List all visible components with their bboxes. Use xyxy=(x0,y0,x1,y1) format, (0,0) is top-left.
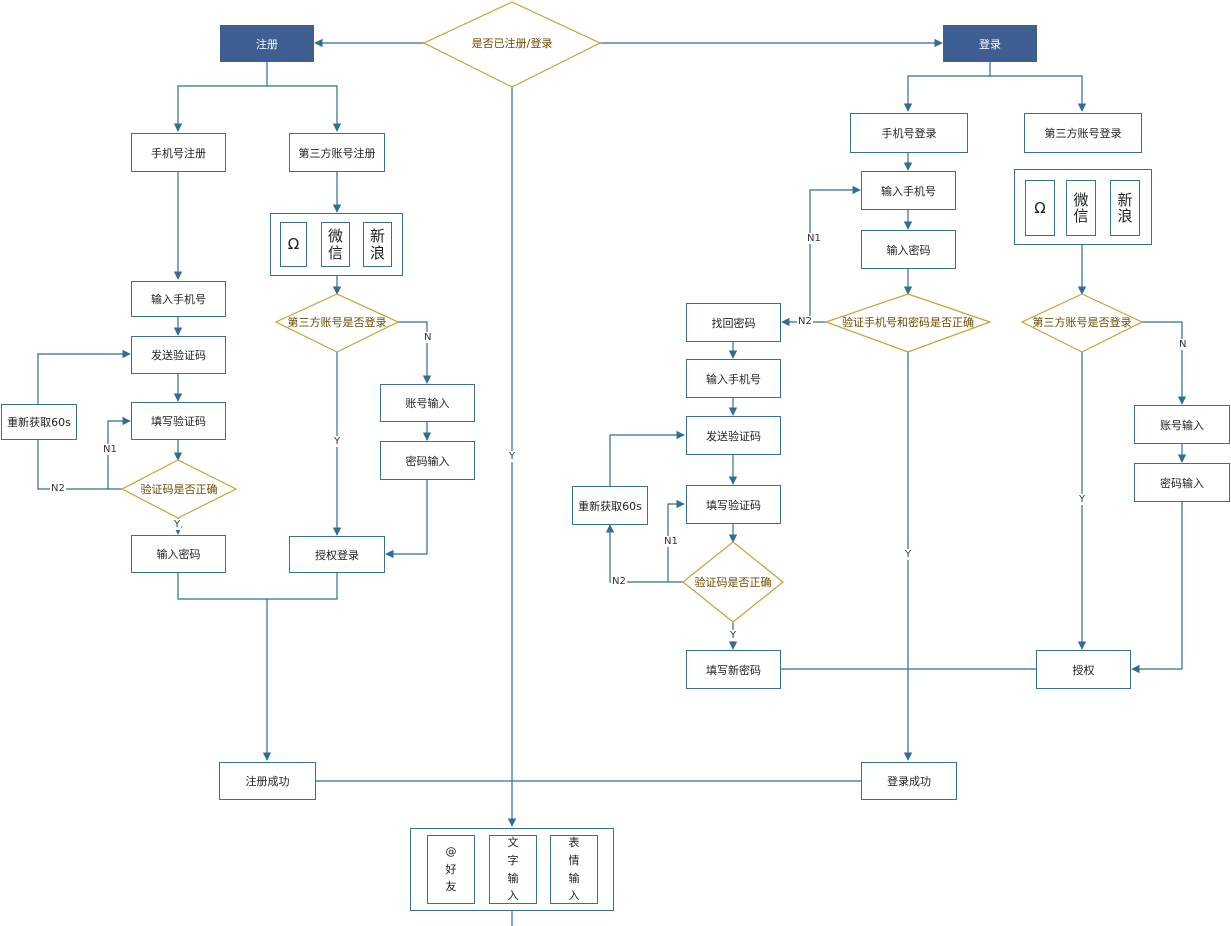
chat-input-panel: @ 好 友 文 字 输 入 表 情 输 入 xyxy=(410,828,614,911)
reg-third-icons: Ω 微信 新浪 xyxy=(270,213,403,276)
login-input-phone2: 输入手机号 xyxy=(686,359,781,398)
login-recover: 找回密码 xyxy=(686,303,781,342)
login-verify-diamond xyxy=(824,293,992,353)
login-third-diamond xyxy=(1020,293,1144,353)
reg-third-text: 第三方账号是否登录 xyxy=(287,316,387,329)
edge-label-n1: N1 xyxy=(663,536,679,547)
wechat-icon: 微信 xyxy=(321,222,350,267)
reg-input-phone: 输入手机号 xyxy=(131,281,226,317)
login-code-text: 验证码是否正确 xyxy=(694,576,772,589)
wechat-icon: 微信 xyxy=(1066,180,1096,236)
login-acct-input: 账号输入 xyxy=(1134,405,1230,444)
edge-label-n2: N2 xyxy=(611,576,627,587)
reg-code-text: 验证码是否正确 xyxy=(140,483,218,496)
edge-label-n: N xyxy=(1178,339,1188,350)
reg-send-code: 发送验证码 xyxy=(131,336,226,374)
login-third-text: 第三方账号是否登录 xyxy=(1032,316,1132,329)
reg-code-diamond xyxy=(120,459,238,519)
reg-third-diamond xyxy=(274,293,400,353)
edge-label-n1: N1 xyxy=(102,444,118,455)
reg-input-pwd: 输入密码 xyxy=(131,535,226,573)
reg-auth-login: 授权登录 xyxy=(289,536,385,573)
login-third: 第三方账号登录 xyxy=(1024,113,1142,153)
login-new-pwd: 填写新密码 xyxy=(686,650,781,689)
login-input-phone: 输入手机号 xyxy=(861,171,956,210)
emoji-input-button[interactable]: 表 情 输 入 xyxy=(550,835,598,904)
reg-resend: 重新获取60s xyxy=(1,404,77,440)
edge-label-y: Y xyxy=(904,549,913,560)
reg-title: 注册 xyxy=(220,25,314,62)
at-friend-button[interactable]: @ 好 友 xyxy=(427,835,475,904)
login-title: 登录 xyxy=(943,25,1037,62)
reg-fill-code: 填写验证码 xyxy=(131,402,226,440)
text-input-button[interactable]: 文 字 输 入 xyxy=(489,835,537,904)
edge-label-n2: N2 xyxy=(50,483,66,494)
qq-icon: Ω xyxy=(1025,180,1055,236)
edge-label-y: Y xyxy=(508,451,517,462)
login-pwd-input: 密码输入 xyxy=(1134,463,1230,502)
start-text: 是否已注册/登录 xyxy=(471,37,553,50)
start-diamond xyxy=(422,1,602,88)
reg-success: 注册成功 xyxy=(219,762,316,800)
login-phone: 手机号登录 xyxy=(850,113,968,153)
edge-label-n: N xyxy=(423,332,433,343)
edge-label-n2: N2 xyxy=(797,316,813,327)
weibo-icon: 新浪 xyxy=(1110,180,1140,236)
edge-label-y: Y xyxy=(729,630,738,641)
login-third-icons: Ω 微信 新浪 xyxy=(1014,169,1152,245)
login-success: 登录成功 xyxy=(861,762,957,800)
login-auth: 授权 xyxy=(1036,650,1131,689)
reg-third: 第三方账号注册 xyxy=(289,133,385,172)
reg-acct-input: 账号输入 xyxy=(380,384,475,422)
login-code-diamond xyxy=(682,541,784,623)
qq-icon: Ω xyxy=(280,222,307,267)
edge-label-y: Y xyxy=(333,436,342,447)
reg-pwd-input: 密码输入 xyxy=(380,441,475,480)
edge-label-y: Y xyxy=(173,519,182,530)
login-verify-text: 验证手机号和密码是否正确 xyxy=(842,316,974,329)
edge-label-n1: N1 xyxy=(806,233,822,244)
login-resend: 重新获取60s xyxy=(572,486,648,525)
login-fill-code: 填写验证码 xyxy=(686,485,781,524)
login-send-code: 发送验证码 xyxy=(686,416,781,455)
edge-label-y: Y xyxy=(1078,494,1087,505)
weibo-icon: 新浪 xyxy=(363,222,392,267)
login-input-pwd: 输入密码 xyxy=(861,230,956,269)
reg-phone: 手机号注册 xyxy=(131,133,226,172)
